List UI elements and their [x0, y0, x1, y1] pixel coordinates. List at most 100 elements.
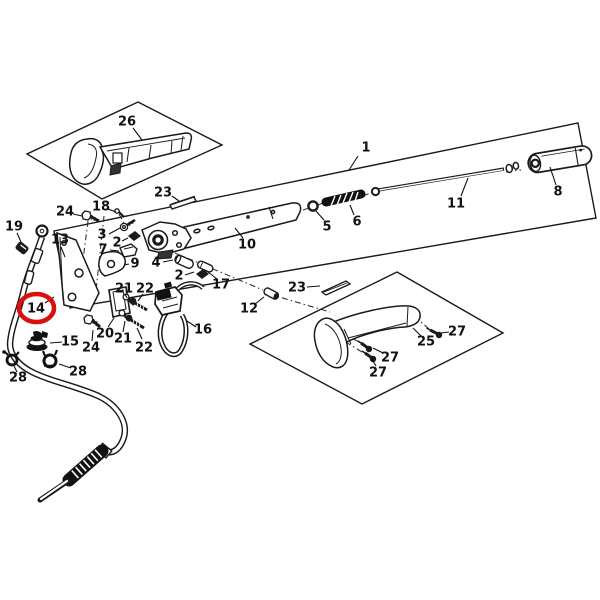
part-23-strip-top	[169, 195, 197, 210]
part-label-14: 14	[27, 302, 45, 317]
part-27-screw-low	[361, 350, 377, 363]
leader-line-24	[72, 213, 83, 217]
part-label-13: 13	[51, 233, 69, 248]
leader-line-21	[122, 320, 126, 333]
part-label-1: 1	[361, 141, 370, 156]
part-label-28: 28	[69, 365, 87, 380]
part-25-grip	[313, 305, 421, 369]
part-19-cap	[15, 241, 29, 255]
leader-line-17	[207, 271, 218, 280]
part-2-clip-b	[196, 269, 209, 279]
part-label-4: 4	[151, 256, 160, 271]
part-label-22: 22	[136, 282, 154, 297]
inset-diamond-top-left	[25, 101, 224, 200]
part-label-9: 9	[130, 257, 139, 272]
part-label-10: 10	[238, 238, 256, 253]
leader-line-20	[107, 317, 115, 328]
part-27-screw-right	[426, 327, 443, 339]
leader-line-1	[348, 155, 359, 171]
leader-line-24	[91, 329, 94, 342]
part-label-15: 15	[61, 335, 79, 350]
part-label-20: 20	[96, 327, 114, 342]
highlight-layer	[16, 291, 57, 325]
part-24-bolt-bottom	[83, 314, 101, 329]
leader-line-23	[171, 195, 180, 202]
part-label-19: 19	[5, 220, 23, 235]
part-label-7: 7	[98, 243, 107, 258]
part-label-6: 6	[352, 215, 361, 230]
part-27-screw-mid	[357, 340, 373, 353]
cable-coil-sleeve	[62, 444, 109, 487]
part-15-boot	[26, 331, 48, 351]
part-26-cover	[68, 132, 193, 185]
part-22-bolt-upper	[129, 297, 148, 312]
leader-line-23	[306, 285, 321, 288]
part-3-screw	[119, 218, 136, 232]
leader-line-22	[137, 293, 144, 302]
part-12-pin	[263, 287, 280, 300]
leader-line-21	[124, 293, 128, 299]
inset-diamond-bottom-right	[248, 271, 505, 405]
part-6-spring	[321, 189, 366, 207]
cable-end-rod	[37, 478, 71, 503]
leader-line-16	[186, 320, 197, 328]
part-label-18: 18	[92, 200, 110, 215]
leader-line-27	[372, 347, 384, 354]
part-label-28: 28	[9, 371, 27, 386]
part-label-27: 27	[369, 366, 387, 381]
leader-line-2	[121, 237, 129, 242]
pivot-boss	[147, 229, 169, 251]
part-8-grip	[527, 145, 593, 174]
cable-adjuster-barrels	[23, 247, 44, 285]
part-label-16: 16	[194, 323, 212, 338]
part-label-17: 17	[212, 278, 230, 293]
leader-line-9	[123, 263, 130, 266]
part-label-21: 21	[115, 282, 133, 297]
part-5-washer	[307, 200, 319, 212]
part-label-21: 21	[114, 332, 132, 347]
cable-eyelet	[35, 224, 49, 238]
leader-line-10	[234, 227, 244, 239]
leader-line-28	[58, 363, 72, 369]
part-28-clamp-left	[2, 350, 20, 367]
part-label-23: 23	[288, 281, 306, 296]
part-9-plate	[98, 250, 126, 277]
leader-line-8	[549, 166, 557, 186]
leader-line-2	[184, 271, 195, 276]
leader-line-25	[412, 327, 422, 337]
leader-line-26	[132, 127, 143, 141]
part-label-3: 3	[97, 228, 106, 243]
leader-line-19	[16, 232, 22, 243]
leader-line-15	[49, 341, 63, 344]
part-label-8: 8	[553, 185, 562, 200]
part-13-bracket	[56, 231, 100, 312]
part-4-pin	[174, 254, 194, 269]
part-label-24: 24	[56, 205, 74, 220]
part-11-rod	[370, 167, 505, 197]
part-28-clamp-right	[41, 349, 59, 369]
rod-ferrule	[505, 161, 520, 174]
leader-line-28	[13, 365, 18, 373]
leader-line-27	[440, 331, 450, 334]
highlight-circle-part-14	[16, 291, 57, 325]
leader-line-11	[460, 177, 469, 197]
part-16-latch-lever	[154, 281, 205, 358]
part-label-25: 25	[417, 335, 435, 350]
leader-line-18	[107, 208, 117, 213]
leader-line-12	[254, 296, 265, 305]
part-label-2: 2	[112, 236, 121, 251]
part-2-clip-a	[128, 231, 141, 241]
part-24-bolt-top	[81, 210, 100, 223]
part-23-strip-bottom	[320, 280, 352, 296]
leader-line-22	[136, 327, 143, 340]
leader-line-13	[60, 246, 66, 258]
part-10-lever	[141, 202, 302, 260]
leader-line-27	[371, 358, 377, 367]
part-label-12: 12	[240, 302, 258, 317]
part-label-2: 2	[174, 269, 183, 284]
part-label-23: 23	[154, 186, 172, 201]
part-label-11: 11	[447, 197, 465, 212]
